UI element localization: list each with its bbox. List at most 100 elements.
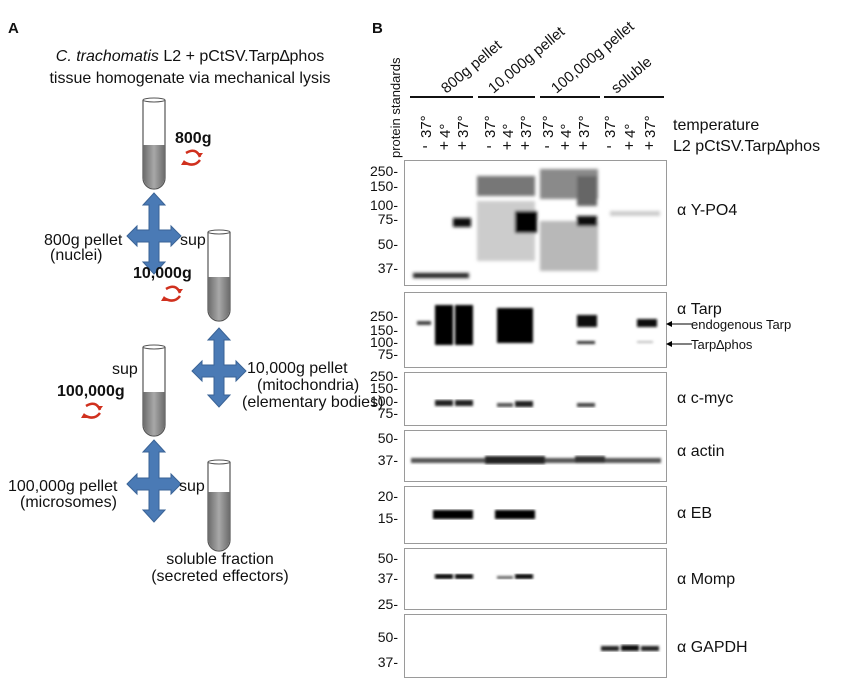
blot-gapdh-bands	[601, 645, 659, 651]
centrifuge-rotation-icon	[81, 402, 103, 419]
marker-tick: 50-	[377, 550, 398, 566]
panel-a-subtitle: tissue homogenate via mechanical lysis	[49, 70, 331, 87]
marker-tick: 37-	[377, 260, 398, 276]
blot-label-tarp: α Tarp	[677, 301, 722, 318]
fraction-header-soluble: soluble	[608, 53, 656, 98]
temp-label: 37°	[418, 115, 435, 138]
spin-label-100000g: 100,000g	[57, 383, 125, 400]
temp-label: 4°	[437, 123, 454, 138]
title-rest: L2 + pCtSV.Tarp∆phos	[158, 48, 325, 65]
pellet2-note: (mitochondria)	[257, 377, 360, 394]
blot-tarp-bands	[417, 305, 657, 345]
blot-eb-bands	[433, 510, 535, 519]
marker-tick: 250-	[369, 163, 398, 179]
blot-ypo4-bands	[413, 169, 660, 278]
blot-label-gapdh: α GAPDH	[677, 639, 748, 656]
marker-tick: 15-	[377, 510, 398, 526]
spin-label-800g: 800g	[175, 130, 212, 147]
marker-tick: 25-	[377, 596, 398, 612]
temp-label: 37°	[642, 115, 659, 138]
marker-tick: 20-	[377, 488, 398, 504]
marker-tick: 75-	[377, 211, 398, 227]
double-arrow-icon	[126, 192, 182, 275]
panel-a-letter: A	[8, 20, 19, 37]
marker-tick: 150-	[369, 322, 398, 338]
centrifuge-rotation-icon	[181, 149, 203, 166]
pellet2-label: 10,000g pellet	[247, 360, 348, 377]
marker-tick: 50-	[377, 629, 398, 645]
species-name: C. trachomatis	[55, 48, 159, 65]
double-arrow-icon	[126, 439, 182, 523]
blot-actin	[404, 430, 667, 482]
marker-tick: 37-	[377, 570, 398, 586]
blot-ypo4	[404, 160, 667, 286]
test-tube-icon	[142, 344, 166, 437]
temp-label: 37°	[482, 115, 499, 138]
temp-label: 4°	[558, 123, 575, 138]
marker-tick: 75-	[377, 405, 398, 421]
fraction-bracket	[540, 96, 600, 98]
fractionation-diagram	[81, 97, 247, 552]
blot-cmyc-bands	[435, 400, 595, 407]
marker-tick: 75-	[377, 346, 398, 362]
temp-label: 37°	[518, 115, 535, 138]
test-tube-icon	[142, 97, 166, 190]
temp-label: 37°	[576, 115, 593, 138]
marker-tick: 250-	[369, 308, 398, 324]
marker-tick: 100-	[369, 334, 398, 350]
marker-tick: 100-	[369, 393, 398, 409]
condition-sign: +	[457, 138, 467, 155]
marker-tick: 150-	[369, 178, 398, 194]
fraction-bracket	[604, 96, 664, 98]
blot-actin-bands	[411, 456, 661, 464]
condition-sign: -	[606, 138, 612, 155]
annotation-endogenous-tarp: endogenous Tarp	[691, 317, 792, 332]
sup-label: sup	[179, 478, 205, 495]
protein-standards-label: protein standards	[388, 57, 403, 158]
condition-sign: +	[439, 138, 449, 155]
annotation-arrows	[666, 321, 692, 347]
blot-gapdh	[404, 614, 667, 678]
pellet3-note: (microsomes)	[20, 494, 117, 511]
blot-label-eb: α EB	[677, 505, 713, 522]
temp-label: 37°	[602, 115, 619, 138]
test-tube-icon	[207, 229, 231, 322]
temperature-row-label: temperature	[673, 117, 760, 134]
condition-sign: -	[422, 138, 428, 155]
condition-sign: -	[544, 138, 550, 155]
blot-cmyc	[404, 372, 667, 426]
final-fraction-label: soluble fraction	[166, 551, 274, 568]
panel-a-title: C. trachomatis L2 + pCtSV.Tarp∆phos	[20, 48, 360, 66]
temp-label: 4°	[500, 123, 517, 138]
spin-label-10000g: 10,000g	[133, 265, 192, 282]
pellet2-note: (elementary bodies)	[242, 394, 384, 411]
marker-tick: 100-	[369, 197, 398, 213]
marker-tick: 50-	[377, 236, 398, 252]
fraction-bracket	[478, 96, 535, 98]
blot-momp	[404, 548, 667, 610]
condition-sign: +	[624, 138, 634, 155]
marker-tick: 50-	[377, 430, 398, 446]
blot-label-momp: α Momp	[677, 571, 736, 588]
condition-sign: +	[560, 138, 570, 155]
temp-label: 37°	[540, 115, 557, 138]
annotation-tarp-dphos: Tarp∆phos	[691, 337, 753, 352]
fraction-bracket	[410, 96, 473, 98]
condition-sign: +	[644, 138, 654, 155]
blot-label-actin: α actin	[677, 443, 725, 460]
blot-tarp	[404, 292, 667, 368]
sup-label: sup	[180, 232, 206, 249]
marker-tick: 250-	[369, 368, 398, 384]
pellet1-note: (nuclei)	[50, 247, 103, 264]
condition-sign: +	[520, 138, 530, 155]
panel-b-letter: B	[372, 20, 383, 37]
blot-momp-bands	[435, 574, 533, 579]
test-tube-icon	[207, 459, 231, 552]
marker-tick: 150-	[369, 380, 398, 396]
blot-eb	[404, 486, 667, 544]
final-fraction-note: (secreted effectors)	[151, 568, 289, 585]
centrifuge-rotation-icon	[161, 285, 183, 302]
pellet3-label: 100,000g pellet	[8, 478, 118, 495]
condition-sign: -	[486, 138, 492, 155]
sup-label: sup	[112, 361, 138, 378]
